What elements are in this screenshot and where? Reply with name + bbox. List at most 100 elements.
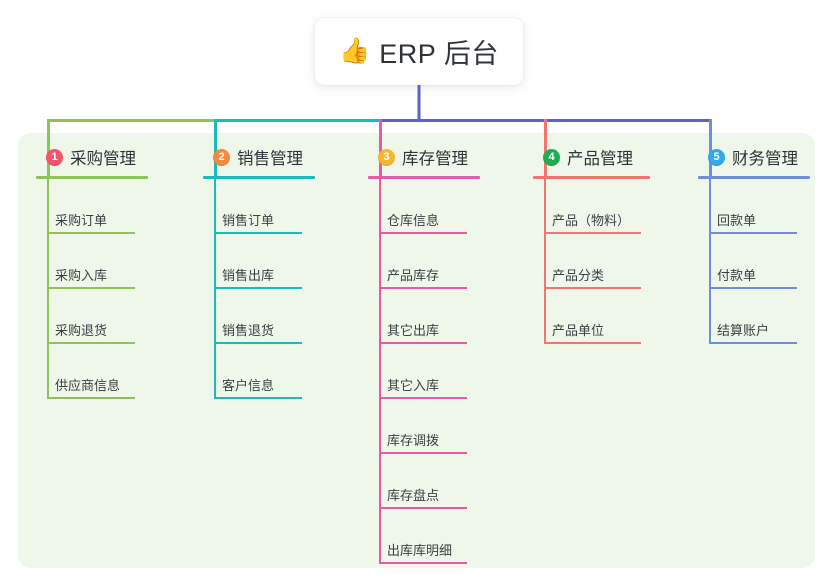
branch-item[interactable]: 其它入库 xyxy=(368,344,480,399)
branch-item-label: 产品分类 xyxy=(552,267,605,283)
branch-header-5[interactable]: 5 财务管理 xyxy=(698,145,810,169)
branch-title-1: 采购管理 xyxy=(70,150,136,168)
branch-items-1: 采购订单采购入库采购退货供应商信息 xyxy=(36,179,148,399)
branch-item-label: 销售出库 xyxy=(222,267,275,283)
branch-items-2: 销售订单销售出库销售退货客户信息 xyxy=(203,179,315,399)
branch-item-rule xyxy=(47,232,135,234)
branch-header-3[interactable]: 3 库存管理 xyxy=(368,145,480,169)
branch-badge-5: 5 xyxy=(708,148,725,166)
branch-badge-4: 4 xyxy=(543,148,560,166)
branch-item-rule xyxy=(214,232,302,234)
branch-column-3: 3 库存管理仓库信息产品库存其它出库其它入库库存调拨库存盘点出库库明细 xyxy=(368,145,480,564)
branch-item-label: 结算账户 xyxy=(717,322,770,338)
branch-item[interactable]: 付款单 xyxy=(698,234,810,289)
branch-rule-2 xyxy=(203,176,315,179)
root-node-title: ERP 后台 xyxy=(379,39,499,69)
branch-title-5: 财务管理 xyxy=(732,150,798,168)
branch-items-4: 产品（物料） 产品分类产品单位 xyxy=(533,179,650,344)
branch-item-rule xyxy=(214,342,302,344)
branch-rule-3 xyxy=(368,176,480,179)
branch-title-3: 库存管理 xyxy=(402,150,468,168)
branch-item-rule xyxy=(379,562,467,564)
branch-trunk-5 xyxy=(709,179,711,344)
branch-item-rule xyxy=(47,287,135,289)
branch-item-label: 其它入库 xyxy=(387,377,440,393)
branch-item-rule xyxy=(379,342,467,344)
branch-badge-3: 3 xyxy=(378,148,395,166)
branch-item[interactable]: 结算账户 xyxy=(698,289,810,344)
branch-item-rule xyxy=(379,232,467,234)
branch-item[interactable]: 销售退货 xyxy=(203,289,315,344)
branch-item-label: 产品（物料） xyxy=(552,212,631,228)
branch-item-rule xyxy=(709,287,797,289)
root-node-content: 👍 ERP 后台 xyxy=(339,32,499,71)
branch-column-1: 1 采购管理采购订单采购入库采购退货供应商信息 xyxy=(36,145,148,399)
thumbs-up-icon: 👍 xyxy=(339,37,371,65)
branch-items-3: 仓库信息产品库存其它出库其它入库库存调拨库存盘点出库库明细 xyxy=(368,179,480,564)
branch-trunk-1 xyxy=(47,179,49,399)
branch-item-rule xyxy=(709,232,797,234)
branch-item-rule xyxy=(379,452,467,454)
branch-trunk-4 xyxy=(544,179,546,344)
branch-rule-4 xyxy=(533,176,650,179)
branch-item[interactable]: 出库库明细 xyxy=(368,509,480,564)
branch-item-label: 仓库信息 xyxy=(387,212,440,228)
branch-item-rule xyxy=(544,232,641,234)
branch-item[interactable]: 销售出库 xyxy=(203,234,315,289)
branch-item-label: 库存盘点 xyxy=(387,487,440,503)
branch-item-label: 销售订单 xyxy=(222,212,275,228)
branch-item-label: 库存调拨 xyxy=(387,432,440,448)
branch-item-rule xyxy=(47,397,135,399)
branch-rule-1 xyxy=(36,176,148,179)
branch-item-label: 回款单 xyxy=(717,212,757,228)
branch-title-4: 产品管理 xyxy=(567,150,633,168)
branch-trunk-2 xyxy=(214,179,216,399)
branch-item[interactable]: 销售订单 xyxy=(203,179,315,234)
branch-item[interactable]: 采购订单 xyxy=(36,179,148,234)
branch-item[interactable]: 库存盘点 xyxy=(368,454,480,509)
branch-item-label: 采购入库 xyxy=(55,267,108,283)
branch-item[interactable]: 库存调拨 xyxy=(368,399,480,454)
branch-item[interactable]: 回款单 xyxy=(698,179,810,234)
branch-item[interactable]: 产品（物料） xyxy=(533,179,650,234)
branch-item-rule xyxy=(379,287,467,289)
branch-item-label: 采购订单 xyxy=(55,212,108,228)
branch-item-label: 产品库存 xyxy=(387,267,440,283)
branch-badge-2: 2 xyxy=(213,148,230,166)
branch-title-2: 销售管理 xyxy=(237,150,303,168)
branch-item-rule xyxy=(47,342,135,344)
branch-item-rule xyxy=(544,342,641,344)
branch-header-4[interactable]: 4 产品管理 xyxy=(533,145,650,169)
branch-header-1[interactable]: 1 采购管理 xyxy=(36,145,148,169)
branch-item[interactable]: 仓库信息 xyxy=(368,179,480,234)
branch-column-5: 5 财务管理回款单付款单结算账户 xyxy=(698,145,810,344)
branch-item-rule xyxy=(214,397,302,399)
branch-trunk-3 xyxy=(379,179,381,564)
branch-item-label: 供应商信息 xyxy=(55,377,121,393)
branch-badge-1: 1 xyxy=(46,148,63,166)
branch-item[interactable]: 产品库存 xyxy=(368,234,480,289)
branch-column-4: 4 产品管理产品（物料） 产品分类产品单位 xyxy=(533,145,650,344)
branch-items-5: 回款单付款单结算账户 xyxy=(698,179,810,344)
branch-item-label: 其它出库 xyxy=(387,322,440,338)
branch-item[interactable]: 采购退货 xyxy=(36,289,148,344)
branch-column-2: 2 销售管理销售订单销售出库销售退货客户信息 xyxy=(203,145,315,399)
branch-item[interactable]: 产品单位 xyxy=(533,289,650,344)
branch-header-2[interactable]: 2 销售管理 xyxy=(203,145,315,169)
branch-item[interactable]: 其它出库 xyxy=(368,289,480,344)
branch-item[interactable]: 产品分类 xyxy=(533,234,650,289)
branch-item-rule xyxy=(379,507,467,509)
branch-item-label: 付款单 xyxy=(717,267,757,283)
root-node-card[interactable]: 👍 ERP 后台 xyxy=(315,18,523,85)
branch-item-rule xyxy=(544,287,641,289)
branch-item-label: 出库库明细 xyxy=(387,542,453,558)
branch-item-label: 产品单位 xyxy=(552,322,605,338)
branch-item[interactable]: 供应商信息 xyxy=(36,344,148,399)
branch-item-rule xyxy=(379,397,467,399)
branch-item[interactable]: 采购入库 xyxy=(36,234,148,289)
branch-item-label: 客户信息 xyxy=(222,377,275,393)
branch-item-rule xyxy=(709,342,797,344)
branch-item[interactable]: 客户信息 xyxy=(203,344,315,399)
